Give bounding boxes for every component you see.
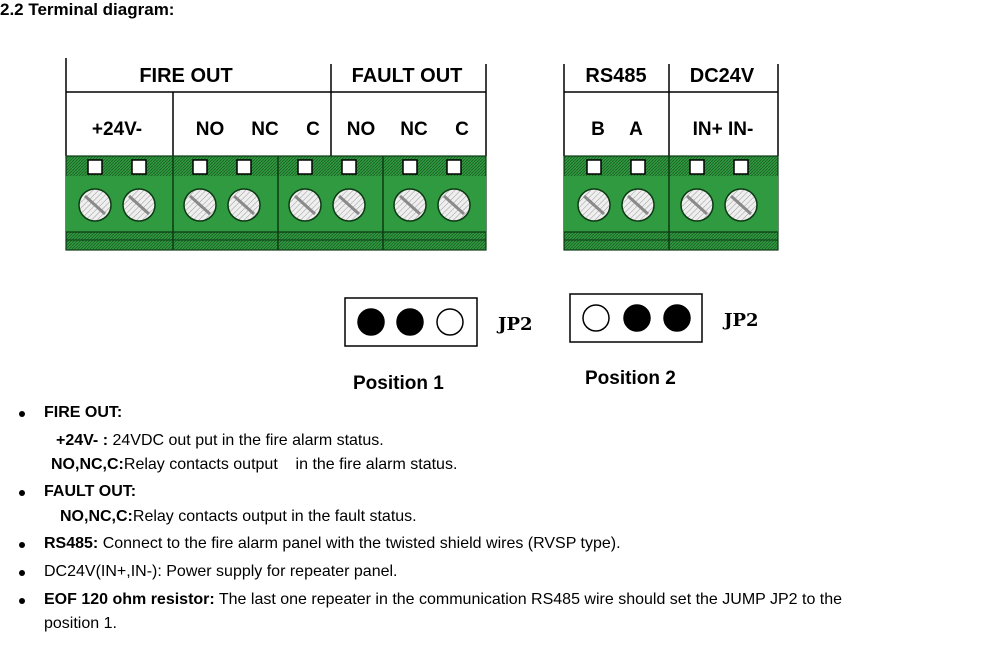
desc-fault-relay: NO,NC,C:Relay contacts output in the fau…: [60, 507, 417, 527]
terminal-label-fault-c: C: [455, 119, 469, 140]
desc-text: The last one repeater in the communicati…: [214, 591, 843, 608]
desc-24v: +24V- : 24VDC out put in the fire alarm …: [56, 431, 384, 451]
group-label-dc24v: DC24V: [690, 65, 755, 87]
bullet: [19, 542, 25, 548]
jumper-pin-2: [623, 304, 651, 332]
left-terminal-header: [65, 58, 487, 156]
screw-slot: [626, 194, 650, 216]
terminal-clamp-opening: [733, 159, 749, 175]
section-title: 2.2 Terminal diagram:: [0, 0, 175, 19]
desc-fire-relay: NO,NC,C:Relay contacts output in the fir…: [51, 455, 457, 475]
desc-bold: EOF 120 ohm resistor:: [44, 591, 215, 608]
screw-slot: [398, 194, 422, 216]
terminal-label-fire-c: C: [306, 119, 320, 140]
desc-bold: NO,NC,C:: [60, 508, 133, 525]
bullet: [19, 411, 25, 417]
jumper-jp2-position-1: [344, 297, 478, 347]
jumper-label-1: JP2: [496, 314, 533, 335]
screw-slot: [582, 194, 606, 216]
terminal-clamp-opening: [236, 159, 252, 175]
terminal-clamp-opening: [630, 159, 646, 175]
desc-text: position 1.: [44, 615, 117, 632]
screw-slot: [188, 194, 212, 216]
terminal-clamp-opening: [689, 159, 705, 175]
terminal-clamp-opening: [341, 159, 357, 175]
position-2-label: Position 2: [585, 368, 676, 389]
desc-bold: RS485:: [44, 535, 99, 552]
terminal-label-fault-no: NO: [347, 119, 376, 140]
screw-slot: [232, 194, 256, 216]
desc-bold: FIRE OUT:: [44, 404, 123, 421]
jumper-pin-1: [582, 304, 610, 332]
group-label-fire-out: FIRE OUT: [139, 65, 232, 87]
group-label-rs485: RS485: [585, 65, 646, 87]
desc-fault-out: FAULT OUT:: [44, 482, 136, 502]
terminal-label-fault-nc: NC: [400, 119, 428, 140]
jumper-jp2-position-2: [569, 293, 703, 343]
desc-eof-continued: position 1.: [44, 614, 117, 634]
jumper-pin-2: [396, 308, 424, 336]
terminal-label-b: B: [591, 119, 605, 140]
desc-bold: +24V- :: [56, 432, 109, 449]
group-label-fault-out: FAULT OUT: [352, 65, 463, 87]
bullet: [19, 490, 25, 496]
desc-rs485: RS485: Connect to the fire alarm panel w…: [44, 534, 621, 554]
desc-bold: FAULT OUT:: [44, 483, 137, 500]
terminal-label-a: A: [629, 119, 643, 140]
terminal-label-fire-no: NO: [196, 119, 225, 140]
desc-text: Relay contacts output in the fault statu…: [132, 508, 417, 525]
screw-slot: [337, 194, 361, 216]
bullet: [19, 598, 25, 604]
right-terminal-block: [563, 155, 779, 251]
bullet: [19, 570, 25, 576]
terminal-clamp-opening: [192, 159, 208, 175]
desc-text: Connect to the fire alarm panel with the…: [98, 535, 621, 552]
jumper-label-2: JP2: [722, 310, 759, 331]
position-1-label: Position 1: [353, 373, 444, 394]
terminal-label-fire-nc: NC: [251, 119, 279, 140]
terminal-clamp-opening: [297, 159, 313, 175]
jumper-pin-3: [436, 308, 464, 336]
desc-fire-out: FIRE OUT:: [44, 403, 122, 423]
jumper-pin-1: [357, 308, 385, 336]
terminal-label-24v: +24V-: [92, 119, 142, 140]
right-terminal-header: [563, 64, 779, 156]
desc-text: DC24V(IN+,IN-): Power supply for repeate…: [44, 563, 398, 580]
screw-slot: [127, 194, 151, 216]
screw-slot: [729, 194, 753, 216]
terminal-clamp-opening: [586, 159, 602, 175]
terminal-clamp-opening: [131, 159, 147, 175]
terminal-clamp-opening: [402, 159, 418, 175]
desc-text: 24VDC out put in the fire alarm status.: [108, 432, 384, 449]
screw-slot: [293, 194, 317, 216]
terminal-clamp-opening: [446, 159, 462, 175]
terminal-label-in: IN+ IN-: [693, 119, 754, 140]
screw-slot: [83, 194, 107, 216]
desc-dc24v: DC24V(IN+,IN-): Power supply for repeate…: [44, 562, 397, 582]
screw-slot: [685, 194, 709, 216]
terminal-clamp-opening: [87, 159, 103, 175]
desc-bold: NO,NC,C:: [51, 456, 124, 473]
desc-eof-resistor: EOF 120 ohm resistor: The last one repea…: [44, 590, 842, 610]
terminal-diagram: FIRE OUT FAULT OUT +24V- NO NC C NO NC C…: [65, 58, 779, 347]
screw-slot: [442, 194, 466, 216]
jumper-pin-3: [663, 304, 691, 332]
left-terminal-block: [65, 155, 487, 251]
desc-text: Relay contacts output in the fire alarm …: [123, 456, 458, 473]
